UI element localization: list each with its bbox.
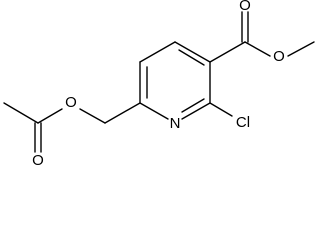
molecule-canvas: O O N Cl O O xyxy=(3,0,315,169)
bond-carbonyl-carbon-ether-oxygen xyxy=(244,41,271,57)
bond-ether-oxygen-methyl xyxy=(287,41,315,57)
ring-bond-n-c6 xyxy=(139,102,169,120)
bond-acetate-oxygen-carbonyl-carbon xyxy=(37,108,63,124)
acetate-carbonyl-oxygen-label: O xyxy=(32,152,44,169)
bond-c2-chlorine xyxy=(209,102,233,117)
acetoxymethyl-group xyxy=(3,102,141,153)
bond-c3-carbonyl-carbon xyxy=(209,41,246,63)
bond-methylene-acetate-oxygen xyxy=(79,108,106,124)
ring-bond-c2-n xyxy=(181,102,211,120)
molecule-structure: O O N Cl O O xyxy=(3,0,315,169)
ester-ether-oxygen-label: O xyxy=(273,48,285,65)
bond-c6-methylene xyxy=(104,102,141,124)
chlorine-label: Cl xyxy=(236,114,250,131)
ring-bond-c4-c3 xyxy=(174,41,211,63)
ring-bond-c5-c4 xyxy=(139,41,176,63)
acetate-ether-oxygen-label: O xyxy=(65,94,77,111)
ester-carbonyl-oxygen-label: O xyxy=(239,0,251,14)
pyridine-nitrogen-label: N xyxy=(170,115,181,132)
methyl-ester-group xyxy=(209,11,315,63)
ring-double-bond-c2-n-inner xyxy=(181,98,205,113)
bond-acetate-carbonyl-methyl xyxy=(3,102,39,124)
ring-double-bond-c4-c3-inner xyxy=(178,49,205,66)
pyridine-ring xyxy=(139,41,211,120)
